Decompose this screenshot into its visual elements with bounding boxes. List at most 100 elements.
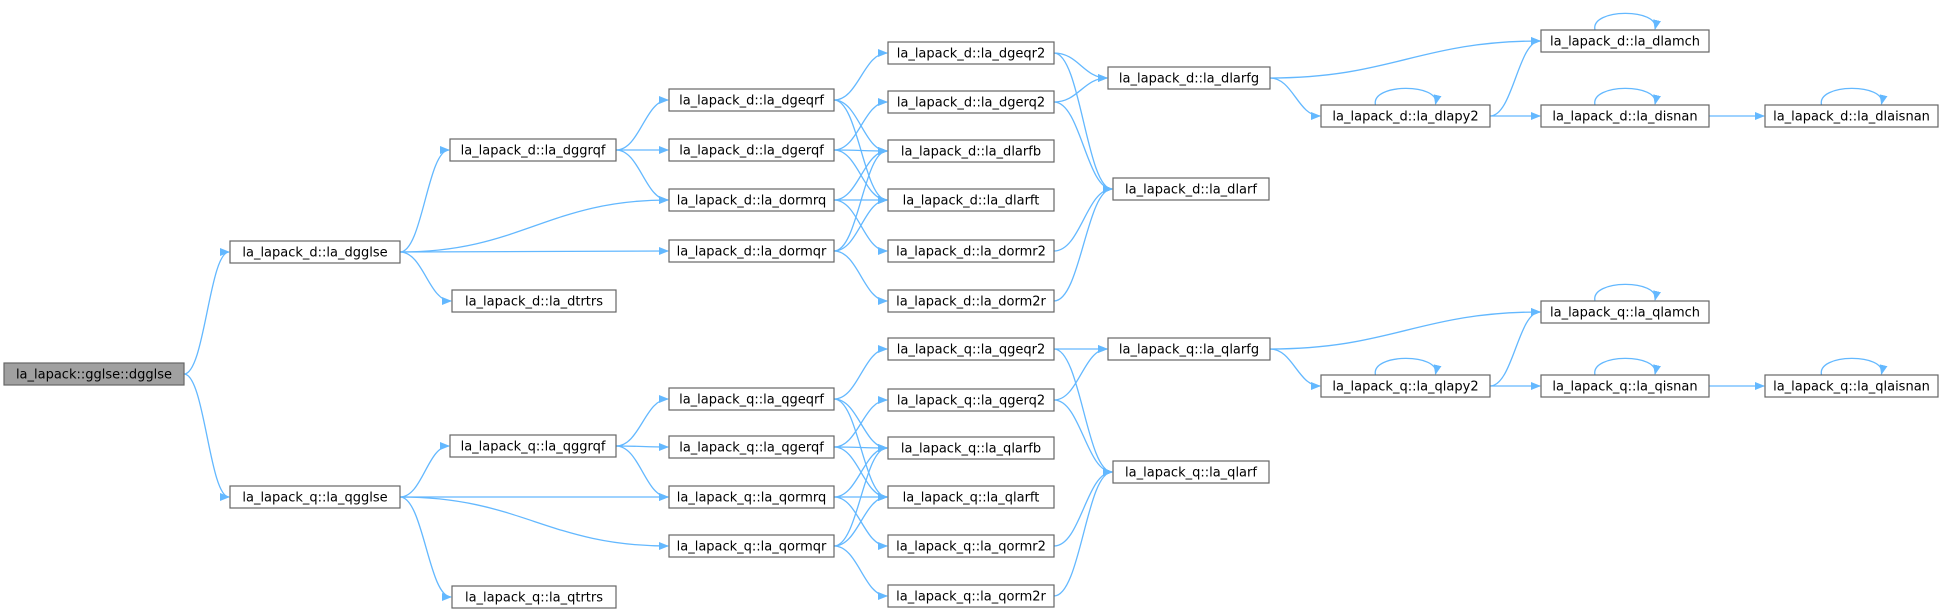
edge-d-dgerq2-to-d-dlarfg [1053,74,1108,103]
node-box [668,239,835,263]
node-box [1540,374,1710,398]
edge-q-qorm2r-to-q-qlarf [1053,468,1113,597]
node-la-lapack-q-la-qgeqrf[interactable]: la_lapack_q::la_qgeqrf [668,387,835,411]
node-box [229,485,401,509]
node-la-lapack-q-la-qlarfb[interactable]: la_lapack_q::la_qlarfb [887,436,1055,460]
node-la-lapack-d-la-dlarf[interactable]: la_lapack_d::la_dlarf [1112,177,1270,201]
node-la-lapack-d-la-dgerqf[interactable]: la_lapack_d::la_dgerqf [668,138,835,162]
node-box [668,534,835,558]
node-la-lapack-q-la-qgerq2[interactable]: la_lapack_q::la_qgerq2 [887,388,1055,412]
node-label: la_lapack_q::la_qormr2 [896,540,1046,555]
edge-d-dlaisnan-to-d-dlaisnan [1820,87,1888,106]
node-la-lapack-d-la-disnan[interactable]: la_lapack_d::la_disnan [1540,104,1710,128]
node-la-lapack-q-la-qlaisnan[interactable]: la_lapack_q::la_qlaisnan [1764,374,1939,398]
node-label: la_lapack_d::la_dlarfg [1119,72,1259,87]
node-label: la_lapack_q::la_qgeqrf [679,393,824,408]
edge-d-dggrqf-to-d-dormrq [615,149,669,204]
edge-d-dgglse-to-d-dggrqf [399,146,450,253]
node-la-lapack-q-la-qormr2[interactable]: la_lapack_q::la_qormr2 [887,534,1055,558]
node-la-lapack-q-la-qlarfg[interactable]: la_lapack_q::la_qlarfg [1107,337,1271,361]
nodes-layer: la_lapack::gglse::dgglse la_lapack_d::la_… [3,29,1939,609]
node-label: la_lapack_d::la_dlarft [903,194,1040,209]
edge-d-dgerqf-to-d-dgerq2 [833,98,888,151]
node-label: la_lapack_q::la_qgglse [242,491,387,506]
edge-q-qgeqrf-to-q-qgeqr2 [833,345,888,400]
node-label: la_lapack_d::la_dorm2r [896,295,1046,310]
node-la-lapack-d-la-dormrq[interactable]: la_lapack_d::la_dormrq [668,188,835,212]
node-la-lapack-q-la-qisnan[interactable]: la_lapack_q::la_qisnan [1540,374,1710,398]
node-la-lapack-q-la-qormqr[interactable]: la_lapack_q::la_qormqr [668,534,835,558]
node-box [1107,66,1271,90]
node-label: la_lapack_d::la_dtrtrs [465,295,603,310]
node-box [451,585,617,609]
edge-d-dlamch-to-d-dlamch [1594,12,1661,31]
node-label: la_lapack_q::la_qgeqr2 [897,343,1046,358]
node-box [668,485,835,509]
node-la-lapack-d-la-dtrtrs[interactable]: la_lapack_d::la_dtrtrs [451,289,617,313]
node-label: la_lapack_d::la_disnan [1552,110,1697,125]
node-la-lapack-q-la-qorm2r[interactable]: la_lapack_q::la_qorm2r [887,584,1055,608]
edge-d-dormrq-to-d-dlarfb [833,147,888,201]
edge-q-qormqr-to-q-qorm2r [833,545,888,600]
node-label: la_lapack_q::la_qlaisnan [1773,380,1930,395]
node-box [887,388,1055,412]
node-la-lapack-q-la-qtrtrs[interactable]: la_lapack_q::la_qtrtrs [451,585,617,609]
edge-q-qlarfg-to-q-qlamch [1269,308,1541,350]
edge-q-qgeqr2-to-q-qlarf [1053,348,1113,476]
edge-d-dggrqf-to-d-dgeqrf [615,96,669,151]
node-la-lapack-q-la-qgeqr2[interactable]: la_lapack_q::la_qgeqr2 [887,337,1055,361]
node-la-lapack-q-la-qlapy2[interactable]: la_lapack_q::la_qlapy2 [1320,374,1491,398]
node-box [887,436,1055,460]
node-la-lapack-q-la-qggrqf[interactable]: la_lapack_q::la_qggrqf [449,434,617,458]
node-la-lapack-q-la-qlamch[interactable]: la_lapack_q::la_qlamch [1540,300,1710,324]
node-label: la_lapack_d::la_dgeqrf [679,94,824,109]
node-box [887,337,1055,361]
node-box [887,90,1055,114]
edge-q-qgglse-to-q-qggrqf [399,442,450,498]
node-la-lapack-d-la-dggrqf[interactable]: la_lapack_d::la_dggrqf [449,138,617,162]
node-la-lapack-d-la-dlarfg[interactable]: la_lapack_d::la_dlarfg [1107,66,1271,90]
node-la-lapack-d-la-dormqr[interactable]: la_lapack_d::la_dormqr [668,239,835,263]
node-box [887,139,1055,163]
edge-d-dormr2-to-d-dlarf [1053,185,1113,252]
node-box [887,584,1055,608]
node-box [3,362,185,386]
edge-q-qggrqf-to-q-qgerqf [615,442,669,451]
node-la-lapack-d-la-dgerq2[interactable]: la_lapack_d::la_dgerq2 [887,90,1055,114]
node-box [668,188,835,212]
node-la-lapack-d-la-dormr2[interactable]: la_lapack_d::la_dormr2 [887,239,1055,263]
node-label: la_lapack_q::la_qtrtrs [465,591,603,606]
node-la-lapack-q-la-qgglse[interactable]: la_lapack_q::la_qgglse [229,485,401,509]
edge-root-to-q-qgglse [183,373,230,501]
node-la-lapack-q-la-qlarf[interactable]: la_lapack_q::la_qlarf [1112,460,1270,484]
node-la-lapack-d-la-dlarfb[interactable]: la_lapack_d::la_dlarfb [887,139,1055,163]
node-la-lapack-q-la-qormrq[interactable]: la_lapack_q::la_qormrq [668,485,835,509]
node-label: la_lapack_q::la_qlapy2 [1332,380,1478,395]
node-label: la_lapack_d::la_dgeqr2 [897,47,1046,62]
node-la-lapack-q-la-qlarft[interactable]: la_lapack_q::la_qlarft [887,485,1055,509]
node-label: la_lapack_q::la_qlarf [1125,466,1257,481]
node-la-lapack-q-la-qgerqf[interactable]: la_lapack_q::la_qgerqf [668,435,835,459]
node-la-lapack-d-la-dlapy2[interactable]: la_lapack_d::la_dlapy2 [1320,104,1491,128]
node-la-lapack-d-la-dgeqr2[interactable]: la_lapack_d::la_dgeqr2 [887,41,1055,65]
node-la-lapack-d-la-dorm2r[interactable]: la_lapack_d::la_dorm2r [887,289,1055,313]
node-la-lapack-d-la-dlaisnan[interactable]: la_lapack_d::la_dlaisnan [1764,104,1939,128]
edge-q-qormrq-to-q-qlarfb [833,444,888,498]
node-box [1540,29,1710,53]
edge-q-qlapy2-to-q-qlamch [1489,308,1541,387]
node-la-lapack-gglse-dgglse[interactable]: la_lapack::gglse::dgglse [3,362,185,386]
edge-d-dlarfg-to-d-dlapy2 [1269,77,1321,120]
edge-d-disnan-to-d-disnan [1594,87,1661,106]
node-label: la_lapack_d::la_dgerq2 [897,96,1045,111]
node-label: la_lapack_d::la_dlapy2 [1332,110,1478,125]
node-la-lapack-d-la-dlamch[interactable]: la_lapack_d::la_dlamch [1540,29,1710,53]
edge-d-dormqr-to-d-dlarft [833,196,888,252]
node-label: la_lapack_d::la_dlarf [1125,183,1257,198]
node-box [887,485,1055,509]
node-la-lapack-d-la-dlarft[interactable]: la_lapack_d::la_dlarft [887,188,1055,212]
edge-d-dgglse-to-d-dormrq [399,196,669,253]
node-label: la_lapack_q::la_qlarfb [901,442,1041,457]
node-la-lapack-d-la-dgeqrf[interactable]: la_lapack_d::la_dgeqrf [668,88,835,112]
node-la-lapack-d-la-dgglse[interactable]: la_lapack_d::la_dgglse [229,240,401,264]
